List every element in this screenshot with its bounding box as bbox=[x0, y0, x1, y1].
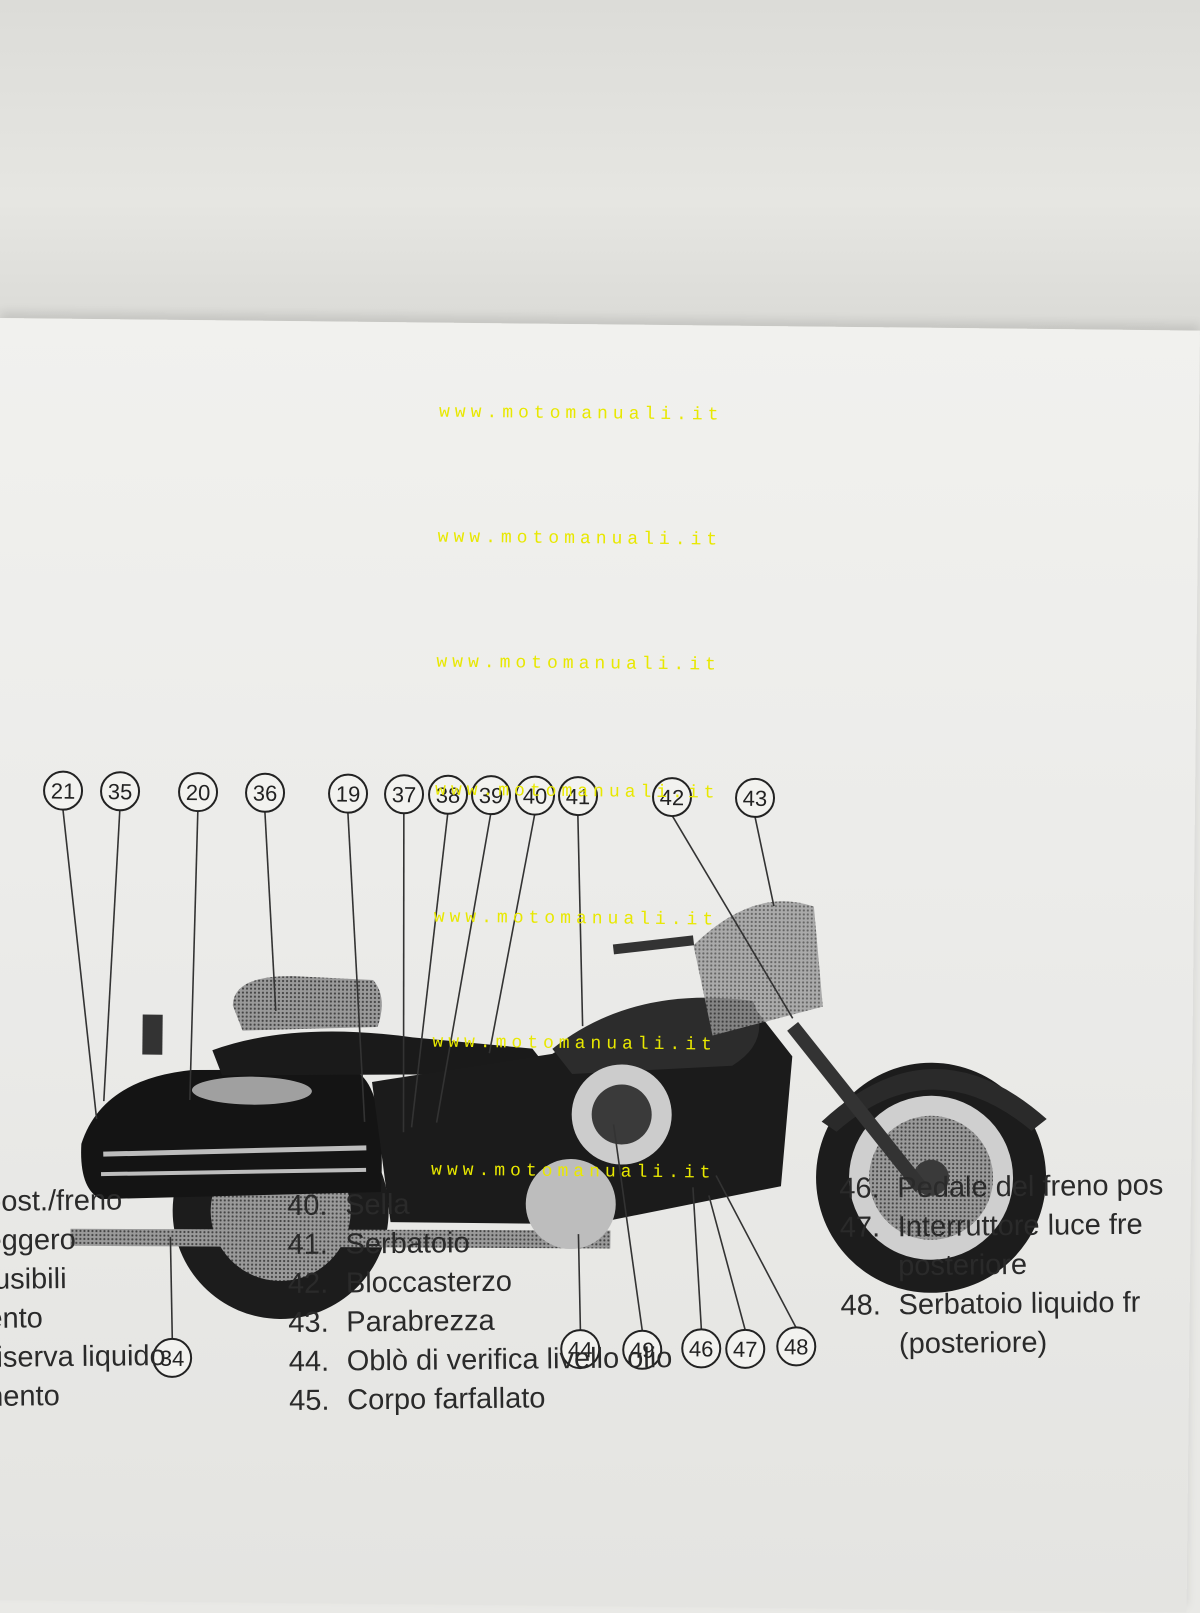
leader-line bbox=[410, 812, 449, 1128]
callout-number: 20 bbox=[186, 780, 211, 805]
callout-circle bbox=[100, 771, 141, 812]
callout-circle bbox=[384, 774, 425, 815]
legend-item: 44.Oblò di verifica livello olio bbox=[288, 1342, 673, 1379]
callout-number: 46 bbox=[689, 1336, 714, 1361]
legend-item: 40.Sella bbox=[286, 1188, 410, 1223]
legend-item: fusibili bbox=[0, 1263, 67, 1296]
callout-number: 47 bbox=[733, 1337, 758, 1362]
callout-number: 35 bbox=[108, 779, 133, 804]
legend-item: 45.Corpo farfallato bbox=[288, 1382, 546, 1418]
callout-circle bbox=[245, 772, 286, 813]
legend-item: posteriore bbox=[897, 1248, 1028, 1283]
callout-circle bbox=[652, 777, 693, 818]
legend-item: eggero bbox=[0, 1223, 77, 1257]
callout-circle bbox=[43, 770, 84, 811]
callout-circle bbox=[558, 776, 599, 817]
callout-circle bbox=[725, 1328, 766, 1369]
callout-circle bbox=[178, 772, 219, 813]
leader-line bbox=[577, 1234, 582, 1332]
leader-line bbox=[612, 1124, 644, 1332]
watermark-text: www.motomanuali.it bbox=[430, 1160, 716, 1184]
leader-line bbox=[708, 1195, 747, 1332]
leader-line bbox=[402, 812, 405, 1133]
legend-item: 48.Serbatoio liquido fr bbox=[840, 1286, 1141, 1322]
callout-circle bbox=[328, 773, 369, 814]
motorcycle-diagram: 21 35 20 36 19 37 38 39 40 41 42 43 34 44 49 46 47 48 bbox=[43, 770, 1047, 1378]
legend-item: post./freno bbox=[0, 1184, 123, 1218]
callout-circle bbox=[471, 775, 512, 816]
legend-item: ento bbox=[0, 1302, 43, 1335]
watermark-text: www.motomanuali.it bbox=[432, 1032, 717, 1056]
callout-number: 36 bbox=[253, 781, 278, 806]
callout-number: 38 bbox=[436, 783, 461, 808]
callout-number: 19 bbox=[336, 782, 361, 807]
callout-number: 42 bbox=[660, 785, 685, 810]
motorcycle-illustration bbox=[70, 901, 1047, 1319]
callout-number: 44 bbox=[568, 1337, 593, 1362]
legend-item: 42.Bloccasterzo bbox=[287, 1265, 513, 1301]
watermark-text: www.motomanuali.it bbox=[436, 652, 721, 676]
callout-circle bbox=[560, 1329, 601, 1370]
legend-column-right: 46.Pedale del freno pos 47.Interruttore … bbox=[839, 1166, 1165, 1364]
callout-circle bbox=[622, 1329, 663, 1370]
legend-item: 47.Interruttore luce fre bbox=[839, 1208, 1143, 1244]
legend-item: 43.Parabrezza bbox=[288, 1304, 495, 1340]
manual-page: 21 35 20 36 19 37 38 39 40 41 42 43 34 44 49 46 47 48 ww… bbox=[0, 318, 1200, 1613]
callout-number: 34 bbox=[160, 1346, 185, 1371]
leader-line bbox=[754, 815, 775, 907]
callouts-top: 21 35 20 36 19 37 38 39 40 41 42 43 bbox=[43, 770, 794, 1133]
callout-circle bbox=[428, 774, 469, 815]
callouts-bottom: 34 44 49 46 47 48 bbox=[152, 1124, 817, 1378]
legend-column-left: post./freno eggero fusibili ento riserva… bbox=[0, 1181, 166, 1417]
callout-number: 41 bbox=[566, 784, 591, 809]
callout-circle bbox=[735, 777, 776, 818]
leader-line bbox=[488, 813, 536, 1054]
watermark-text: www.motomanuali.it bbox=[434, 780, 720, 804]
legend-item: nento bbox=[0, 1380, 60, 1413]
legend-column-middle: 40.Sella 41.Serbatoio 42.Bloccasterzo 43… bbox=[287, 1183, 673, 1421]
leader-line bbox=[347, 811, 366, 1122]
legend-item: 41.Serbatoio bbox=[287, 1227, 470, 1262]
leader-line bbox=[692, 1187, 703, 1331]
leader-line bbox=[671, 814, 794, 1019]
legend-item: riserva liquido bbox=[0, 1340, 166, 1374]
callout-number: 21 bbox=[51, 779, 76, 804]
callout-number: 49 bbox=[630, 1338, 655, 1363]
callout-number: 40 bbox=[523, 784, 548, 809]
watermark-text: www.motomanuali.it bbox=[438, 402, 724, 426]
callout-number: 48 bbox=[784, 1334, 809, 1359]
callout-circle bbox=[515, 775, 556, 816]
callout-number: 43 bbox=[743, 786, 768, 811]
background-surface bbox=[0, 0, 1200, 335]
leader-line bbox=[103, 809, 121, 1102]
legend-item: 46.Pedale del freno pos bbox=[839, 1169, 1164, 1205]
watermark-text: www.motomanuali.it bbox=[433, 907, 719, 931]
leader-line bbox=[189, 810, 199, 1101]
leader-line bbox=[169, 1236, 174, 1340]
callout-number: 39 bbox=[479, 783, 504, 808]
legend-item: (posteriore) bbox=[898, 1326, 1048, 1361]
leader-line bbox=[264, 810, 277, 1011]
callout-circle bbox=[681, 1328, 722, 1369]
leader-line bbox=[435, 813, 492, 1123]
leader-line bbox=[715, 1175, 798, 1329]
callout-circle bbox=[152, 1337, 193, 1378]
callout-circle bbox=[776, 1326, 817, 1367]
leader-line bbox=[62, 808, 98, 1120]
leader-line bbox=[577, 814, 584, 1027]
watermark-text: www.motomanuali.it bbox=[437, 527, 723, 551]
callout-number: 37 bbox=[392, 782, 417, 807]
